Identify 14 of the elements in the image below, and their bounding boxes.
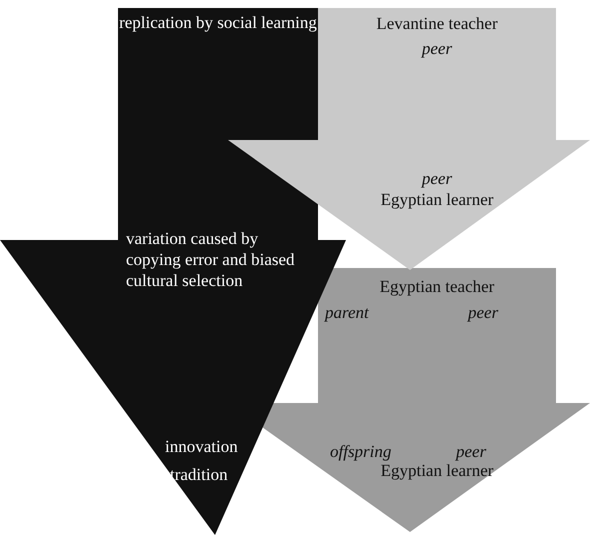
arrow-label: Egyptian teacher — [378, 276, 496, 297]
arrow-label: tradition — [170, 464, 228, 485]
role-label: parent — [325, 302, 369, 323]
arrow-label: variation caused by copying error and biased cultural selection — [126, 228, 296, 291]
role-label: offspring — [330, 441, 392, 462]
role-label: peer — [420, 38, 454, 59]
arrow-label: Levantine teacher — [375, 13, 499, 34]
arrow-label: innovation — [165, 436, 238, 457]
role-label: peer — [420, 168, 454, 189]
arrow-label: replication by social learning — [118, 12, 318, 33]
arrow-label: Egyptian learner — [380, 189, 494, 210]
arrow-label: Egyptian learner — [380, 461, 494, 481]
role-label: peer — [456, 441, 486, 462]
role-label: peer — [468, 302, 498, 323]
